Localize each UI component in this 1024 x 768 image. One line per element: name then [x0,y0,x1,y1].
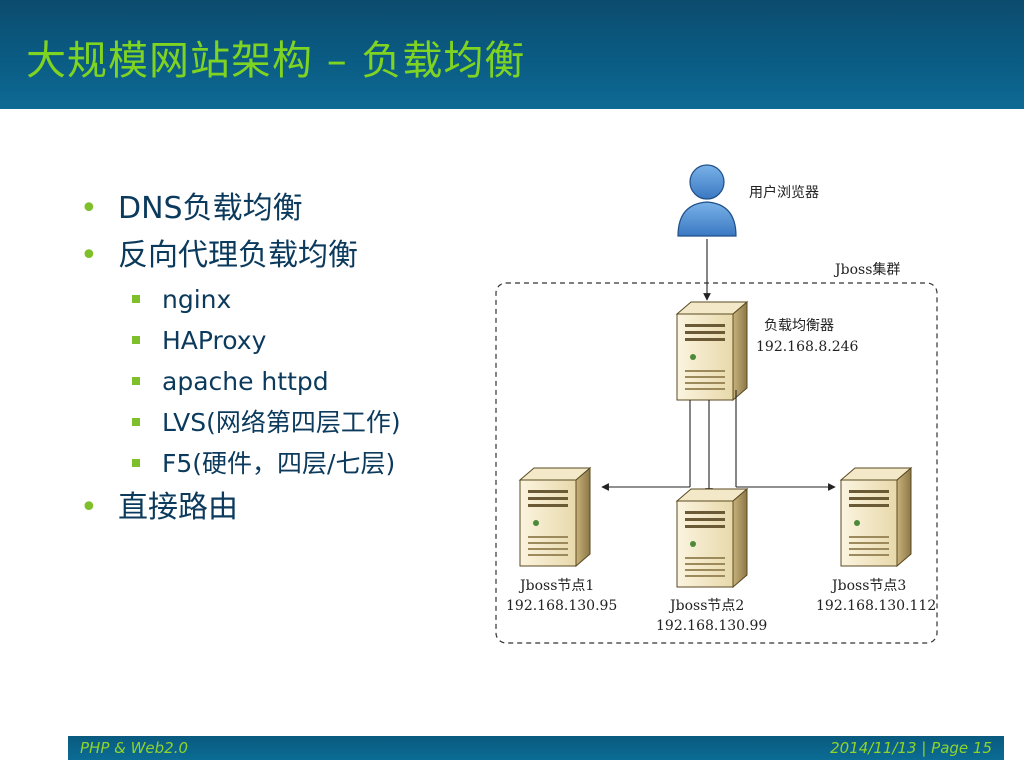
lb-to-nodes-connectors [601,390,836,496]
bullet-item: • 反向代理负载均衡 [80,232,401,279]
sub-bullet-item: LVS(网络第四层工作) [80,402,401,443]
slide-title: 大规模网站架构 – 负载均衡 [26,38,526,84]
load-balancer-server-icon [676,301,748,401]
square-bullet-icon [132,295,140,303]
node-1-ip: 192.168.130.95 [506,598,617,614]
node-2-name: Jboss节点2 [668,598,744,614]
lb-name: 负载均衡器 [764,318,834,334]
bullet-dot-icon: • [80,191,98,226]
footer-left-text: PHP & Web2.0 [80,739,189,757]
bullet-dot-icon: • [80,238,98,273]
user-icon [677,164,737,237]
sub-bullet-text: F5(硬件，四层/七层) [162,449,396,478]
sub-bullet-item: nginx [80,279,401,320]
lb-ip: 192.168.8.246 [756,339,859,355]
bullet-text: 反向代理负载均衡 [118,238,358,273]
sub-bullet-text: apache httpd [162,367,329,396]
bullet-dot-icon: • [80,490,98,525]
user-label: 用户浏览器 [749,184,819,201]
sub-bullet-text: HAProxy [162,326,267,355]
sub-bullet-text: nginx [162,285,232,314]
bullet-text: 直接路由 [118,490,238,525]
title-bar: 大规模网站架构 – 负载均衡 [0,0,1024,109]
bullet-item: • DNS负载均衡 [80,185,401,232]
node-1-name: Jboss节点1 [518,578,594,594]
node-3-ip: 192.168.130.112 [816,598,936,614]
node-3-name: Jboss节点3 [830,578,906,594]
architecture-diagram: Jboss集群 用户浏览器 负载均衡器 192.168.8.246 Jboss节… [495,164,938,644]
square-bullet-icon [132,418,140,426]
sub-bullet-item: apache httpd [80,361,401,402]
bullet-list: • DNS负载均衡 • 反向代理负载均衡 nginx HAProxy apache … [80,185,401,531]
jboss-node-3-server-icon [840,467,912,567]
sub-bullet-item: F5(硬件，四层/七层) [80,443,401,484]
jboss-node-2-server-icon [676,488,748,588]
node-2-ip: 192.168.130.99 [656,618,767,634]
cluster-boundary [495,282,938,644]
sub-bullet-text: LVS(网络第四层工作) [162,408,401,437]
jboss-node-1-server-icon [519,467,591,567]
footer-page-info: 2014/11/13 | Page 15 [830,739,992,757]
sub-bullet-item: HAProxy [80,320,401,361]
footer-bar: PHP & Web2.0 2014/11/13 | Page 15 [68,736,1004,760]
bullet-text: DNS负载均衡 [118,191,303,226]
cluster-label: Jboss集群 [833,261,900,278]
bullet-item: • 直接路由 [80,484,401,531]
square-bullet-icon [132,377,140,385]
square-bullet-icon [132,459,140,467]
square-bullet-icon [132,336,140,344]
